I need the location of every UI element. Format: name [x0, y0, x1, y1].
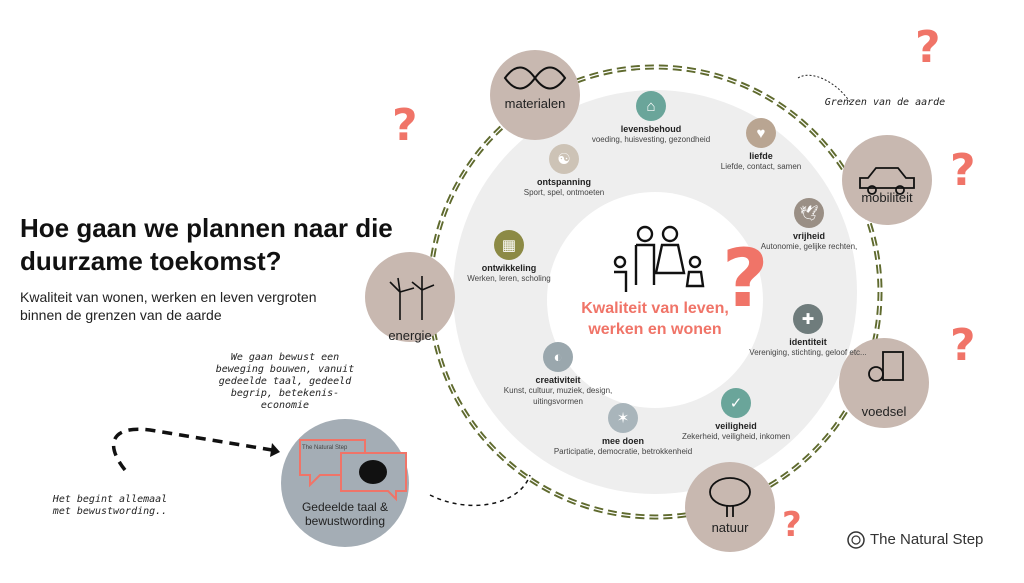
need-title: ontwikkeling [481, 263, 537, 273]
infinity-icon [503, 66, 567, 90]
shield-check-icon: ✓ [721, 388, 751, 418]
mobiliteit-label: mobiliteit [861, 190, 913, 205]
need-desc: Participatie, democratie, betrokkenheid [553, 447, 693, 456]
need-title: creativiteit [535, 375, 581, 385]
energie-label: energie [388, 328, 432, 343]
subtitle: Kwaliteit van wonen, werken en leven ver… [20, 289, 317, 323]
center-label: Kwaliteit van leven, werken en wonen [581, 300, 729, 338]
brain-icon [359, 460, 387, 484]
voedsel-circle [839, 338, 929, 428]
materialen-label: materialen [504, 96, 566, 111]
hands-together-icon: ✶ [608, 403, 638, 433]
need-desc: Zekerheid, veiligheid, inkomen [681, 432, 791, 441]
question-mark-icon: ? [722, 232, 769, 325]
voedsel-label: voedsel [861, 404, 907, 419]
teacher-icon: ▦ [494, 230, 524, 260]
need-title: liefde [749, 151, 773, 161]
puzzle-icon: ✚ [793, 304, 823, 334]
wind-turbine-icon [389, 276, 435, 320]
mobiliteit-circle [842, 135, 932, 225]
family-icon [613, 225, 705, 292]
question-mark-icon: ? [915, 22, 941, 73]
brand-name: The Natural Step [870, 531, 984, 548]
start-note: Het begint allemaal met bewustwording.. [52, 494, 168, 517]
energie-circle [365, 252, 455, 342]
tree-icon [709, 477, 751, 517]
need-desc: Werken, leren, scholing [467, 274, 551, 283]
question-mark-icon: ? [392, 100, 418, 151]
need-title: identiteit [789, 337, 827, 347]
house-icon: ⌂ [636, 91, 666, 121]
shared-logo-text: The Natural Step [302, 445, 348, 451]
need-title: mee doen [601, 436, 644, 446]
question-mark-icon: ? [950, 320, 976, 371]
question-mark-icon: ? [782, 505, 802, 545]
need-desc: Vereniging, stichting, geloof etc... [749, 348, 867, 357]
need-desc: Kunst, cultuur, muziek, design, uitingsv… [503, 386, 613, 406]
yin-yang-icon: ☯ [549, 144, 579, 174]
need-desc: voeding, huisvesting, gezondheid [591, 135, 711, 144]
question-mark-icon: ? [950, 145, 976, 196]
need-desc: Autonomie, gelijke rechten, [760, 242, 858, 251]
shared-to-ring-arrow [429, 474, 531, 507]
natuur-label: natuur [711, 520, 749, 535]
need-desc: Liefde, contact, samen [720, 162, 802, 171]
page-title: Hoe gaan we plannen naar die duurzame to… [20, 213, 393, 276]
brain-creative-icon: ◐ [543, 342, 573, 372]
need-desc: Sport, spel, ontmoeten [523, 188, 605, 197]
movement-note: We gaan bewust een beweging bouwen, vanu… [215, 352, 355, 411]
apple-bag-icon [868, 351, 904, 382]
natuur-circle [685, 462, 775, 552]
center-disc [547, 192, 763, 408]
boundary-note-arrow [797, 74, 851, 103]
shared-language-label: Gedeelde taal & bewustwording [301, 500, 389, 528]
dove-icon: 🕊 [794, 198, 824, 228]
need-title: veiligheid [715, 421, 757, 431]
materialen-circle [490, 50, 580, 140]
brand-logo-icon [847, 531, 865, 549]
need-title: vrijheid [792, 231, 825, 241]
electric-car-icon [859, 167, 915, 195]
need-title: ontspanning [537, 177, 591, 187]
boundary-note: Grenzen van de aarde [824, 97, 946, 108]
heart-icon: ♥ [746, 118, 776, 148]
need-title: levensbehoud [620, 124, 682, 134]
start-arrow [111, 427, 273, 472]
